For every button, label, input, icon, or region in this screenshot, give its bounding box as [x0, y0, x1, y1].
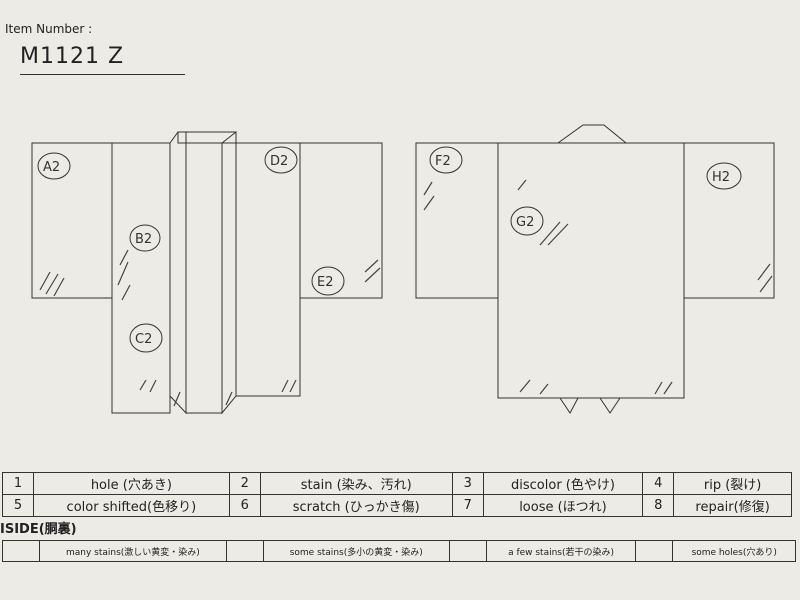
marker-label-e: E2 [317, 275, 334, 290]
marker-label-h: H2 [712, 170, 730, 185]
inside-item: some holes(穴あり) [672, 540, 796, 562]
legend-label: scratch (ひっかき傷) [259, 494, 453, 517]
marker-label-a: A2 [43, 160, 60, 175]
front-right-sleeve [299, 142, 383, 299]
marker-label-b: B2 [135, 232, 152, 247]
legend-number: 4 [642, 472, 675, 495]
marker-label-g: G2 [516, 215, 534, 230]
marker-circle-g [510, 206, 544, 236]
inside-checkbox-cell[interactable] [2, 540, 40, 562]
marker-circle-f [429, 146, 463, 174]
legend-label: discolor (色やけ) [482, 472, 644, 495]
inside-lining-table: many stains(激しい黄変・染み) some stains(多小の黄変・… [2, 540, 796, 562]
legend-row: 5 color shifted(色移り) 6 scratch (ひっかき傷) 7… [2, 494, 792, 517]
kimono-diagram: A2 B2 C2 D2 E2 F2 G2 H2 [31, 124, 775, 415]
inside-item: many stains(激しい黄変・染み) [39, 540, 227, 562]
front-collar-top [177, 131, 237, 144]
item-number-value: M1121 Z [20, 44, 185, 75]
front-view [31, 130, 383, 415]
legend-label: stain (染み、汚れ) [259, 472, 453, 495]
inside-checkbox-cell[interactable] [225, 540, 264, 562]
inside-item: a few stains(若干の染み) [485, 540, 637, 562]
legend-number: 3 [451, 472, 484, 495]
legend-label: repair(修復) [673, 494, 792, 517]
stain-hatch-marks [39, 179, 773, 407]
inside-checkbox-cell[interactable] [635, 540, 674, 562]
front-left-collar [169, 131, 187, 415]
back-hem-left-tab [559, 397, 579, 414]
marker-circle-d [264, 146, 298, 174]
legend-number: 2 [228, 472, 261, 495]
marker-label-f: F2 [435, 154, 451, 169]
marker-circle-b [129, 224, 161, 252]
front-right-collar [221, 130, 237, 415]
marker-label-c: C2 [135, 332, 152, 347]
inside-section-title: ISIDE(胴裏) [0, 522, 77, 537]
back-view [415, 124, 775, 414]
back-body [497, 142, 685, 399]
marker-label-d: D2 [270, 154, 288, 169]
damage-legend-table: 1 hole (穴あき) 2 stain (染み、汚れ) 3 discolor … [2, 472, 792, 517]
front-neck-panel [185, 142, 223, 414]
legend-label: loose (ほつれ) [482, 494, 644, 517]
marker-circle-a [37, 152, 71, 180]
back-right-sleeve [683, 142, 775, 299]
legend-label: color shifted(色移り) [33, 494, 230, 517]
legend-row: 1 hole (穴あき) 2 stain (染み、汚れ) 3 discolor … [2, 472, 792, 495]
legend-label: hole (穴あき) [33, 472, 230, 495]
marker-circle-h [706, 162, 742, 190]
inside-item: some stains(多小の黄変・染み) [262, 540, 450, 562]
front-right-body [235, 142, 301, 397]
inside-checkbox-cell[interactable] [448, 540, 487, 562]
legend-number: 6 [228, 494, 261, 517]
legend-number: 8 [642, 494, 675, 517]
legend-label: rip (裂け) [673, 472, 792, 495]
marker-circle-e [311, 266, 345, 296]
back-left-sleeve [415, 142, 499, 299]
marker-circle-c [129, 323, 163, 353]
legend-number: 7 [451, 494, 484, 517]
legend-number: 5 [2, 494, 34, 517]
inside-row: many stains(激しい黄変・染み) some stains(多小の黄変・… [2, 540, 796, 562]
item-number-label: Item Number : [5, 22, 93, 36]
legend-number: 1 [2, 472, 34, 495]
back-hem-right-tab [599, 397, 621, 414]
back-collar [556, 124, 628, 144]
